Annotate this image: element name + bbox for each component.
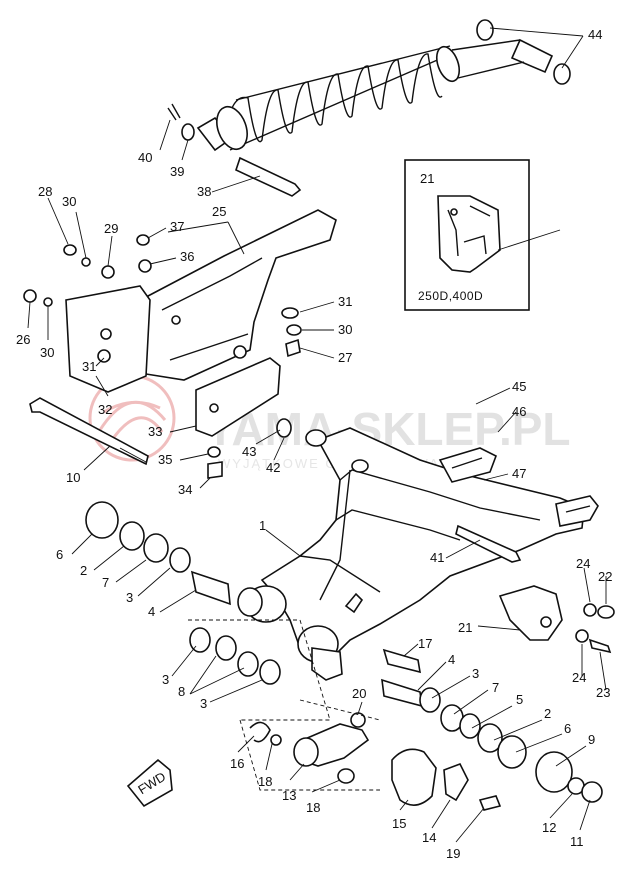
callout-45: 45 [512, 379, 526, 394]
callout-18-left: 18 [258, 774, 272, 789]
callout-44: 44 [588, 27, 602, 42]
callout-42: 42 [266, 460, 280, 475]
callout-40: 40 [138, 150, 152, 165]
callout-7-right: 7 [492, 680, 499, 695]
callout-43: 43 [242, 444, 256, 459]
callout-39: 39 [170, 164, 184, 179]
callout-21: 21 [458, 620, 472, 635]
inset-models-label: 250D,400D [418, 289, 483, 303]
callout-16: 16 [230, 756, 244, 771]
callout-20: 20 [352, 686, 366, 701]
callout-1: 1 [259, 518, 266, 533]
rear-shock-absorber [167, 19, 571, 197]
callout-5: 5 [516, 692, 523, 707]
callout-34: 34 [178, 482, 192, 497]
callout-32: 32 [98, 402, 112, 417]
callout-19: 19 [446, 846, 460, 861]
callout-35: 35 [158, 452, 172, 467]
callout-31-right: 31 [338, 294, 352, 309]
callout-25: 25 [212, 204, 226, 219]
callout-23: 23 [596, 685, 610, 700]
callout-28: 28 [38, 184, 52, 199]
callout-22: 22 [598, 569, 612, 584]
callout-10: 10 [66, 470, 80, 485]
callout-30-right: 30 [338, 322, 352, 337]
callout-46: 46 [512, 404, 526, 419]
callout-6-right: 6 [564, 721, 571, 736]
callout-2-right: 2 [544, 706, 551, 721]
callout-3-lower: 3 [200, 696, 207, 711]
callout-18-right: 18 [306, 800, 320, 815]
callout-17: 17 [418, 636, 432, 651]
callout-36: 36 [180, 249, 194, 264]
chain-guard-assembly [23, 209, 337, 479]
pivot-shaft [29, 397, 149, 466]
callout-26: 26 [16, 332, 30, 347]
callout-11: 11 [570, 834, 584, 849]
callout-31-left: 31 [82, 359, 96, 374]
callout-3-middle: 3 [162, 672, 169, 687]
pivot-bearing-stack [85, 501, 331, 721]
model-variant-inset: 21 250D,400D [404, 159, 561, 311]
callout-47: 47 [512, 466, 526, 481]
callout-3-left: 3 [126, 590, 133, 605]
callout-30-left: 30 [40, 345, 54, 360]
callout-37: 37 [170, 219, 184, 234]
callout-7-left: 7 [102, 575, 109, 590]
forward-direction-arrow: FWD [126, 758, 173, 808]
callout-30-upper: 30 [62, 194, 76, 209]
callout-27: 27 [338, 350, 352, 365]
callout-4-left: 4 [148, 604, 155, 619]
shock-spring [216, 39, 525, 151]
callout-41: 41 [430, 550, 444, 565]
callout-2-left: 2 [80, 563, 87, 578]
callout-13: 13 [282, 788, 296, 803]
relay-linkage-assembly [239, 648, 603, 811]
leader-lines [27, 27, 607, 843]
callout-29: 29 [104, 221, 118, 236]
callout-8: 8 [178, 684, 185, 699]
callout-6-left: 6 [56, 547, 63, 562]
part-callouts: 44 40 39 38 28 30 29 37 25 36 26 30 31 3… [16, 27, 612, 861]
callout-12: 12 [542, 820, 556, 835]
callout-24-lower: 24 [572, 670, 586, 685]
callout-14: 14 [422, 830, 436, 845]
callout-9: 9 [588, 732, 595, 747]
callout-24-upper: 24 [576, 556, 590, 571]
callout-3-right: 3 [472, 666, 479, 681]
callout-33: 33 [148, 424, 162, 439]
rear-bracket [498, 585, 615, 654]
callout-4-right: 4 [448, 652, 455, 667]
inset-part-number: 21 [420, 171, 434, 186]
callout-38: 38 [197, 184, 211, 199]
callout-15: 15 [392, 816, 406, 831]
